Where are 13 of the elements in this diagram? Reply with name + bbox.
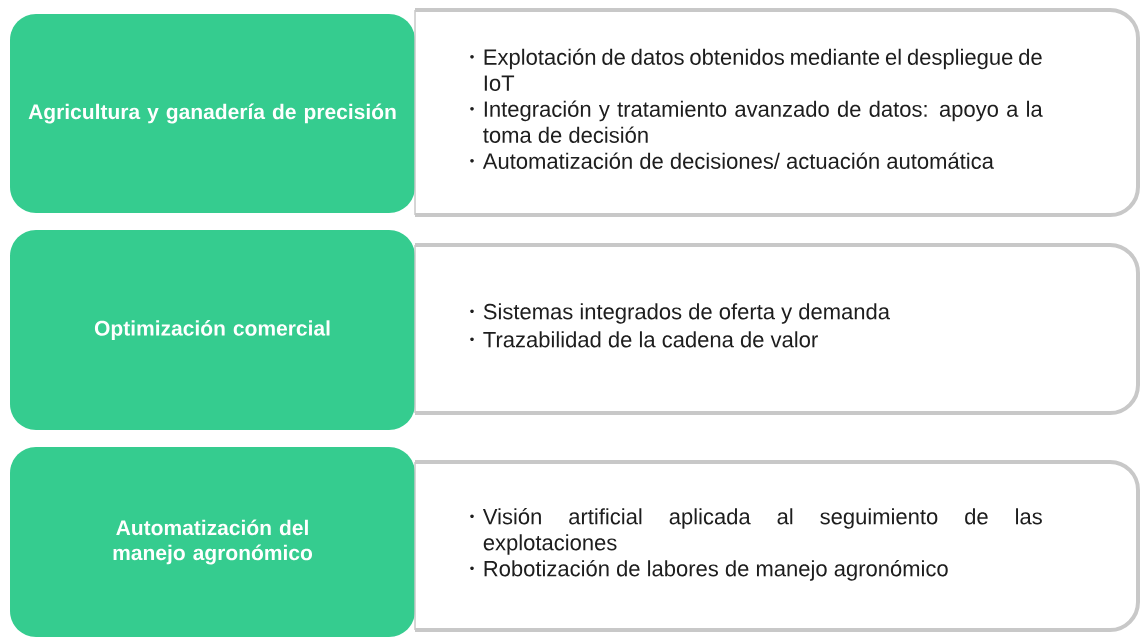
node-label: Trazabilidad de la cadena de valor: [483, 331, 818, 348]
category-box: Agricultura y ganadería de precisión: [10, 14, 415, 213]
node-label: Robotización de labores de manejo agronómico: [484, 559, 948, 581]
category-box: Automatización del manejo agronómico: [10, 447, 415, 637]
node-label: Integración y tratamiento avanzado de datos: apoyo a la toma de decisión: [483, 100, 1043, 143]
list-panel: Explotación de datos obtenidos mediante el despliegue de IoT Integración y tratamiento avanzado de datos: apoyo a la toma de decisión Automatización de decisiones/ actuación automática: [414, 8, 1140, 217]
node-label: Automatización de decisiones/ actuación automática: [482, 152, 994, 169]
node-label: Explotación de datos obtenidos mediante el despliegue de IoT: [484, 48, 1042, 91]
node-label: Sistemas integrados de oferta y demanda: [483, 303, 890, 324]
node-label: Visión artificial aplicada al seguimiento de las explotaciones: [482, 507, 1042, 555]
category-box: Optimización comercial: [10, 230, 415, 430]
list-panel: Sistemas integrados de oferta y demanda Trazabilidad de la cadena de valor: [414, 243, 1140, 415]
list-panel: Visión artificial aplicada al seguimiento de las explotaciones Robotización de labores de manejo agronómico: [414, 460, 1140, 632]
